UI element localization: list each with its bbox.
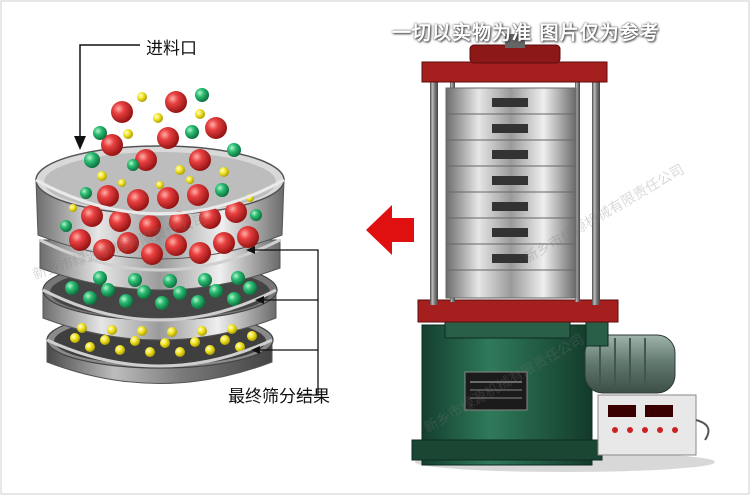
yellow-particles [70, 323, 257, 357]
sieve-shaker-machine [411, 34, 715, 472]
sieve-stack-illustration [35, 88, 285, 384]
result-label: 最终筛分结果 [228, 387, 330, 407]
result-pointer [246, 246, 319, 396]
red-arrow [366, 205, 414, 255]
green-particles [65, 271, 257, 310]
falling-particles [84, 88, 241, 181]
disclaimer-banner: 一切以实物为准 图片仅为参考 [392, 22, 660, 44]
inlet-pointer [74, 44, 140, 150]
mixed-particles [60, 176, 262, 265]
inlet-label: 进料口 [146, 39, 197, 59]
machine-sieves [445, 87, 577, 299]
